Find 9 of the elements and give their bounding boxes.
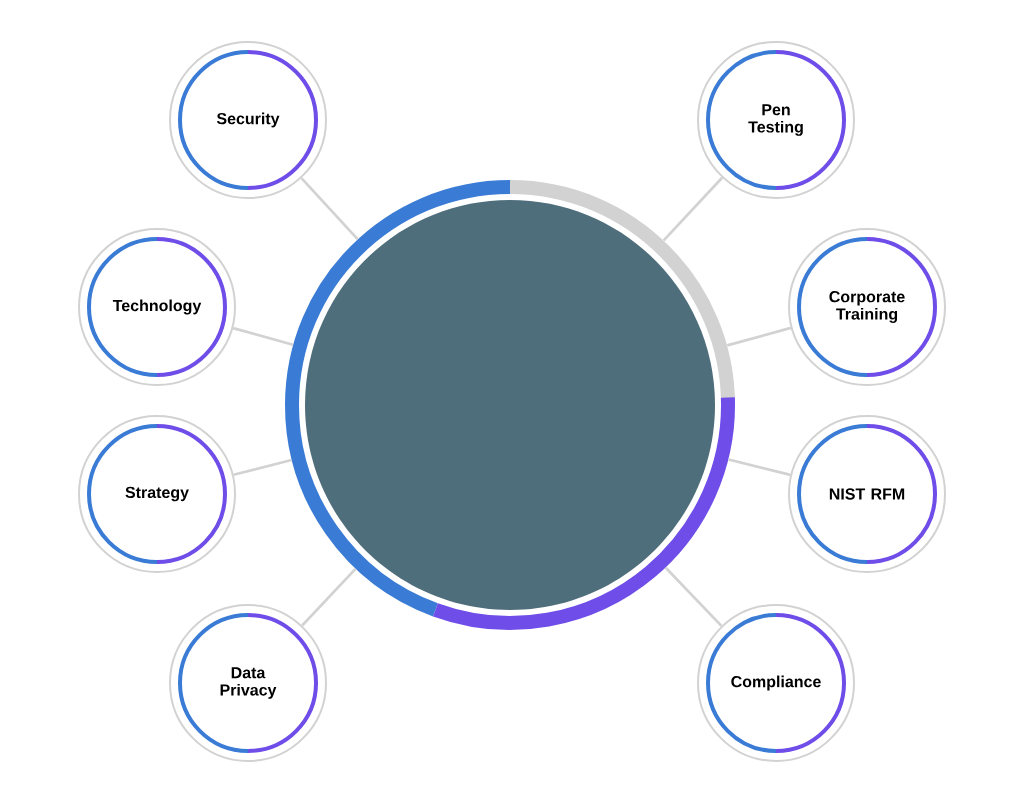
connector-line bbox=[232, 326, 294, 347]
connector-line bbox=[728, 458, 791, 477]
connector-line bbox=[664, 566, 723, 627]
connector-line bbox=[301, 568, 357, 627]
connector-line bbox=[233, 458, 292, 476]
connector-line bbox=[662, 176, 724, 242]
connector-line bbox=[300, 177, 359, 241]
connector-line bbox=[726, 326, 792, 347]
photo-ring bbox=[285, 180, 735, 630]
